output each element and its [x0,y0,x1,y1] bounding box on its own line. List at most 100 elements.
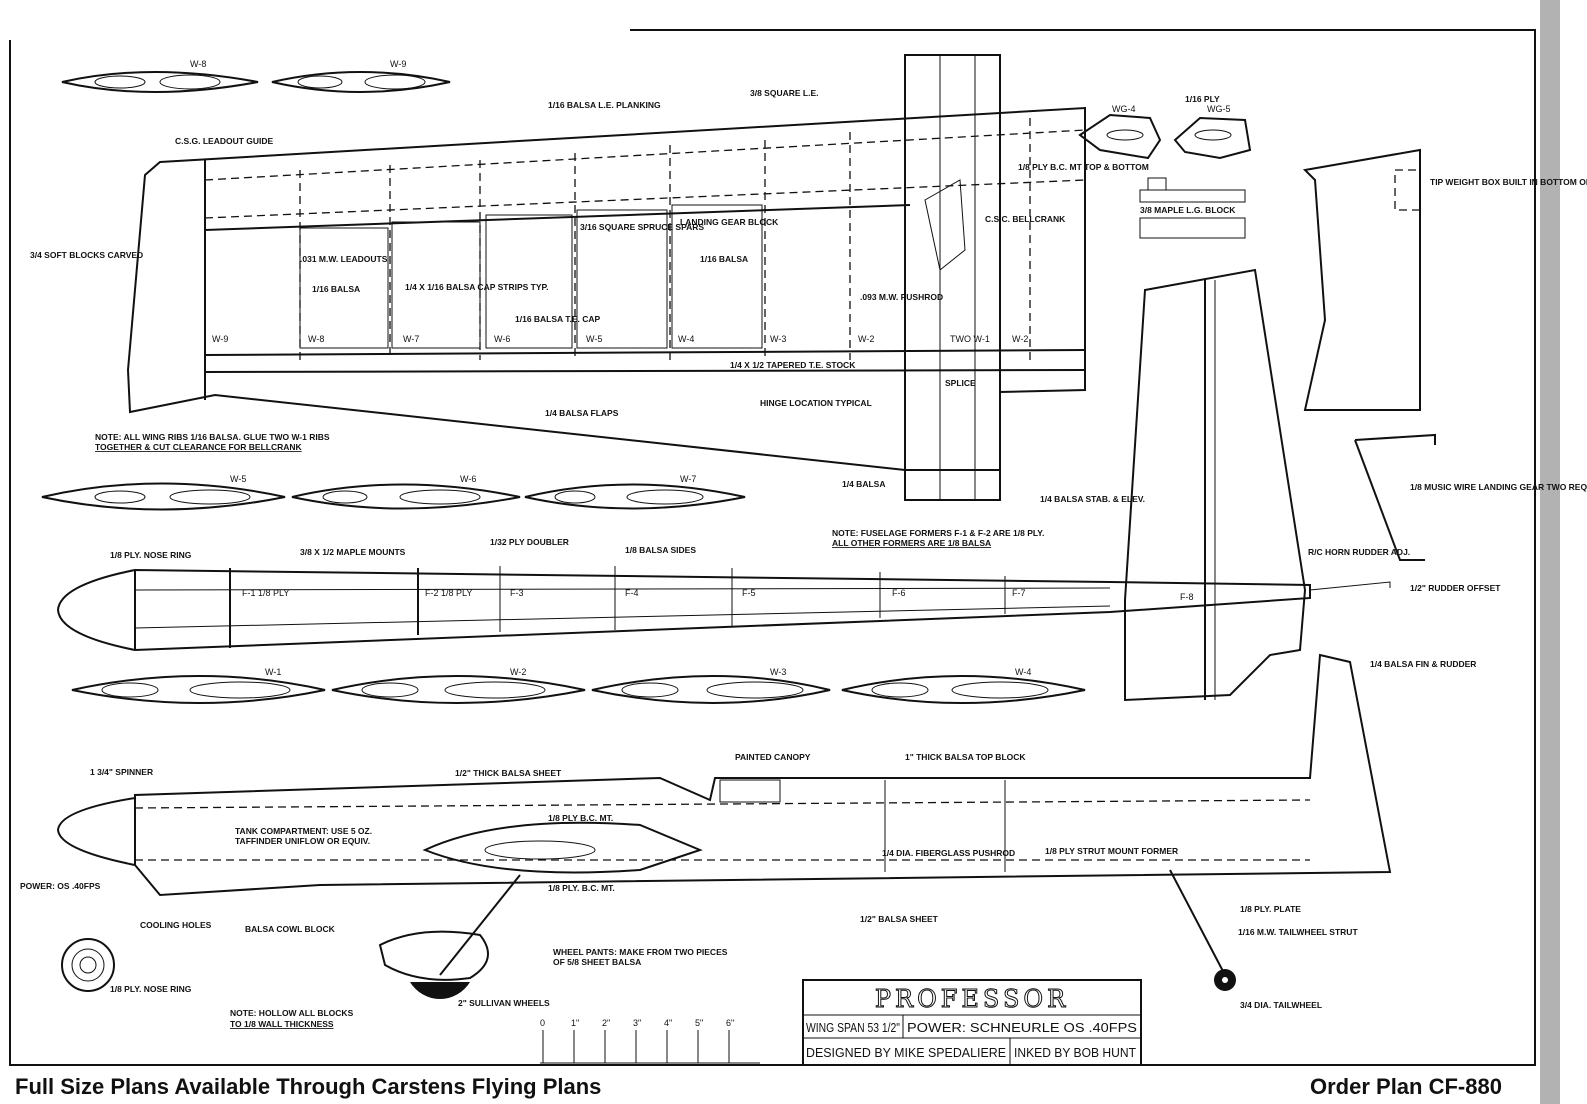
svg-text:1/16 BALSA T.E. CAP: 1/16 BALSA T.E. CAP [515,314,601,324]
svg-text:W-9: W-9 [212,334,228,344]
stab-tip-view [1302,148,1421,411]
svg-text:C.S.G. LEADOUT GUIDE: C.S.G. LEADOUT GUIDE [175,136,274,146]
maple-lg-block [1139,177,1246,239]
svg-text:W-2: W-2 [858,334,874,344]
svg-text:BALSA COWL BLOCK: BALSA COWL BLOCK [245,924,336,934]
svg-text:ALL OTHER FORMERS ARE 1/8 BALS: ALL OTHER FORMERS ARE 1/8 BALSA [832,538,991,548]
svg-text:1/4 BALSA STAB. & ELEV.: 1/4 BALSA STAB. & ELEV. [1040,494,1145,504]
svg-text:1/4 DIA. FIBERGLASS PUSHROD: 1/4 DIA. FIBERGLASS PUSHROD [882,848,1015,858]
svg-text:W-1: W-1 [265,667,281,677]
svg-text:1/4 BALSA FIN & RUDDER: 1/4 BALSA FIN & RUDDER [1370,659,1476,669]
svg-text:1/16 BALSA: 1/16 BALSA [700,254,748,264]
svg-text:TOGETHER & CUT CLEARANCE FOR B: TOGETHER & CUT CLEARANCE FOR BELLCRANK [95,442,303,452]
rib-wg5: WG-5 [1173,104,1252,160]
wing-section [422,821,703,874]
svg-text:C.S.C. BELLCRANK: C.S.C. BELLCRANK [985,214,1066,224]
svg-text:1/8 PLY. PLATE: 1/8 PLY. PLATE [1240,904,1301,914]
rib-w7: W-7 [524,474,746,510]
svg-text:3/4 DIA. TAILWHEEL: 3/4 DIA. TAILWHEEL [1240,1000,1322,1010]
music-wire-gear [1354,433,1436,561]
svg-text:NOTE: ALL WING RIBS 1/16 BALSA: NOTE: ALL WING RIBS 1/16 BALSA. GLUE TWO… [95,432,330,442]
svg-text:SPLICE: SPLICE [945,378,976,388]
svg-text:F-4: F-4 [625,588,639,598]
center-section [904,54,1001,501]
svg-text:OF 5/8 SHEET BALSA: OF 5/8 SHEET BALSA [553,957,641,967]
svg-text:1/8 PLY. NOSE RING: 1/8 PLY. NOSE RING [110,550,192,560]
rib-w5: W-5 [41,474,286,511]
svg-text:W-5: W-5 [230,474,246,484]
title-block: PROFESSOR WING SPAN 53 1/2" POWER: SCHNE… [802,979,1142,1066]
svg-text:1/2" THICK BALSA SHEET: 1/2" THICK BALSA SHEET [455,768,562,778]
svg-text:2": 2" [602,1018,610,1028]
svg-text:F-2 1/8 PLY: F-2 1/8 PLY [425,588,472,598]
rib-w2: W-2 [331,667,586,704]
nose-ring [61,938,115,992]
inker: INKED BY BOB HUNT [1014,1045,1136,1060]
svg-text:1/8 PLY B.C. MT.: 1/8 PLY B.C. MT. [548,813,613,823]
rib-w1: W-1 [71,667,326,704]
svg-text:W-3: W-3 [770,334,786,344]
rib-w4: W-4 [841,667,1086,704]
wing-station-labels: W-9 W-8 W-7 W-6 W-5 W-4 W-3 W-2 TWO W-1 … [212,334,1028,344]
footer-availability: Full Size Plans Available Through Carste… [15,1074,601,1099]
svg-text:1/2" BALSA SHEET: 1/2" BALSA SHEET [860,914,939,924]
svg-text:1/32 PLY DOUBLER: 1/32 PLY DOUBLER [490,537,569,547]
plan-title: PROFESSOR [875,985,1069,1013]
svg-text:W-2: W-2 [1012,334,1028,344]
svg-text:WG-5: WG-5 [1207,104,1231,114]
svg-text:1 3/4" SPINNER: 1 3/4" SPINNER [90,767,153,777]
svg-text:1/16 M.W. TAILWHEEL STRUT: 1/16 M.W. TAILWHEEL STRUT [1238,927,1358,937]
svg-text:.093 M.W. PUSHROD: .093 M.W. PUSHROD [860,292,943,302]
rib-w6: W-6 [291,474,521,510]
svg-text:2" SULLIVAN WHEELS: 2" SULLIVAN WHEELS [458,998,550,1008]
stab-elevator [1124,268,1307,702]
svg-text:WHEEL PANTS: MAKE FROM TWO PIE: WHEEL PANTS: MAKE FROM TWO PIECES [553,947,728,957]
svg-text:3/8 X 1/2 MAPLE MOUNTS: 3/8 X 1/2 MAPLE MOUNTS [300,547,406,557]
svg-text:4": 4" [664,1018,672,1028]
svg-text:W-9: W-9 [390,59,406,69]
svg-text:0: 0 [540,1018,545,1028]
svg-text:1/8 BALSA SIDES: 1/8 BALSA SIDES [625,545,696,555]
rib-w8: W-8 [61,59,259,93]
svg-text:POWER: OS .40FPS: POWER: OS .40FPS [20,881,101,891]
rib-wg4: WG-4 [1078,104,1162,160]
designer: DESIGNED BY MIKE SPEDALIERE [806,1045,1006,1060]
rib-w3: W-3 [591,667,831,704]
plan-border [9,29,1536,1066]
svg-text:HINGE LOCATION TYPICAL: HINGE LOCATION TYPICAL [760,398,872,408]
svg-text:3/8 MAPLE L.G. BLOCK: 3/8 MAPLE L.G. BLOCK [1140,205,1236,215]
power-spec: POWER: SCHNEURLE OS .40FPS [907,1020,1137,1035]
footer-order-plan: Order Plan CF-880 [1310,1074,1502,1099]
svg-text:W-3: W-3 [770,667,786,677]
svg-text:F-6: F-6 [892,588,906,598]
svg-text:F-3: F-3 [510,588,524,598]
svg-text:1/8 PLY. NOSE RING: 1/8 PLY. NOSE RING [110,984,192,994]
svg-text:F-7: F-7 [1012,588,1026,598]
svg-text:5": 5" [695,1018,703,1028]
svg-text:TIP WEIGHT BOX BUILT IN BOTTOM: TIP WEIGHT BOX BUILT IN BOTTOM OF TIP [1430,177,1587,187]
svg-text:1": 1" [571,1018,579,1028]
wheel-pant [378,930,489,981]
fuselage-side-view [56,653,1392,999]
svg-text:1/2" RUDDER OFFSET: 1/2" RUDDER OFFSET [1410,583,1501,593]
scan-edge [1540,0,1560,1104]
svg-text:NOTE: HOLLOW ALL BLOCKS: NOTE: HOLLOW ALL BLOCKS [230,1008,354,1018]
svg-text:1/4 X 1/2 TAPERED T.E. STOCK: 1/4 X 1/2 TAPERED T.E. STOCK [730,360,856,370]
svg-text:W-5: W-5 [586,334,602,344]
svg-text:W-4: W-4 [1015,667,1031,677]
svg-text:TO 1/8 WALL THICKNESS: TO 1/8 WALL THICKNESS [230,1019,334,1029]
svg-text:3/4 SOFT BLOCKS CARVED: 3/4 SOFT BLOCKS CARVED [30,250,143,260]
svg-text:1/16 BALSA: 1/16 BALSA [312,284,360,294]
svg-text:W-8: W-8 [308,334,324,344]
svg-text:F-8: F-8 [1180,592,1194,602]
annotations: 1/16 BALSA L.E. PLANKING 3/8 SQUARE L.E.… [20,88,1587,1029]
svg-text:F-1 1/8 PLY: F-1 1/8 PLY [242,588,289,598]
svg-text:W-6: W-6 [494,334,510,344]
svg-text:1" THICK BALSA TOP BLOCK: 1" THICK BALSA TOP BLOCK [905,752,1026,762]
rib-w9: W-9 [271,59,451,93]
svg-text:PAINTED CANOPY: PAINTED CANOPY [735,752,811,762]
wing-span: WING SPAN 53 1/2" [806,1020,900,1035]
